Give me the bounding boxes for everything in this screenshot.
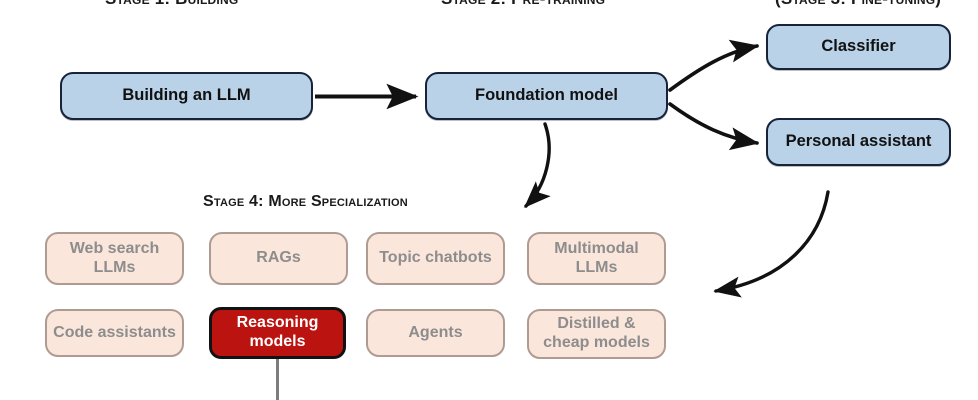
label-line-1: Multimodal bbox=[554, 239, 639, 257]
box-agents[interactable]: Agents bbox=[366, 309, 505, 357]
heading-stage-3: (Stage 3: Fine-tuning) bbox=[775, 0, 941, 9]
box-building-llm[interactable]: Building an LLM bbox=[60, 72, 313, 120]
box-personal-assistant-label: Personal assistant bbox=[785, 132, 932, 151]
box-foundation-model[interactable]: Foundation model bbox=[425, 72, 668, 120]
label-line-2: cheap models bbox=[543, 334, 650, 351]
box-code-assistants[interactable]: Code assistants bbox=[45, 309, 184, 357]
box-topic-chatbots[interactable]: Topic chatbots bbox=[366, 232, 505, 285]
box-distilled-cheap-models[interactable]: Distilled & cheap models bbox=[527, 309, 666, 359]
heading-stage-2: Stage 2: Pre-training bbox=[441, 0, 605, 9]
arrow-personal-assistant-to-specialization bbox=[713, 190, 830, 298]
box-reasoning-models-label: Reasoning models bbox=[237, 314, 319, 351]
box-foundation-model-label: Foundation model bbox=[475, 86, 618, 105]
arrow-foundation-to-personal-assistant bbox=[668, 102, 760, 151]
label-line-1: Distilled & bbox=[557, 315, 636, 333]
arrow-foundation-to-classifier bbox=[668, 39, 760, 92]
box-web-search-llms[interactable]: Web search LLMs bbox=[45, 232, 184, 285]
box-rags[interactable]: RAGs bbox=[209, 232, 348, 285]
box-web-search-llms-label: Web search LLMs bbox=[70, 240, 160, 277]
box-distilled-cheap-models-label: Distilled & cheap models bbox=[543, 315, 650, 352]
box-building-llm-label: Building an LLM bbox=[122, 86, 251, 105]
box-code-assistants-label: Code assistants bbox=[53, 323, 176, 341]
label-line-1: Web search bbox=[69, 239, 160, 257]
heading-stage-4: Stage 4: More Specialization bbox=[203, 193, 408, 210]
arrow-foundation-to-specialization bbox=[524, 122, 551, 208]
box-personal-assistant[interactable]: Personal assistant bbox=[766, 118, 951, 166]
box-multimodal-llms[interactable]: Multimodal LLMs bbox=[527, 232, 666, 285]
box-classifier-label: Classifier bbox=[821, 37, 896, 56]
label-line-1: Reasoning bbox=[236, 314, 319, 332]
label-line-2: models bbox=[249, 333, 306, 350]
box-agents-label: Agents bbox=[408, 323, 463, 341]
box-multimodal-llms-label: Multimodal LLMs bbox=[554, 240, 638, 277]
label-line-2: LLMs bbox=[93, 258, 136, 276]
box-topic-chatbots-label: Topic chatbots bbox=[379, 249, 492, 267]
box-rags-label: RAGs bbox=[256, 249, 301, 267]
box-classifier[interactable]: Classifier bbox=[766, 24, 951, 70]
box-reasoning-models[interactable]: Reasoning models bbox=[209, 307, 346, 359]
label-line-2: LLMs bbox=[575, 258, 618, 276]
heading-stage-1: Stage 1: Building bbox=[105, 0, 238, 9]
